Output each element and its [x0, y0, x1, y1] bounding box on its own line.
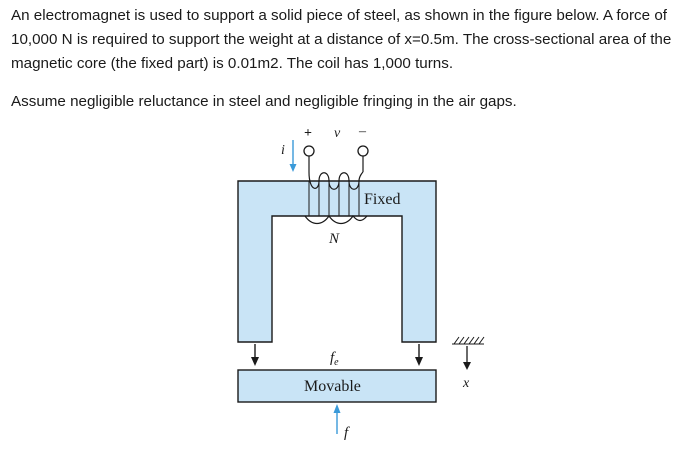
- coil: [304, 156, 368, 225]
- distance-arrowhead: [463, 362, 471, 370]
- magnetic-force-label: fe: [330, 350, 339, 368]
- support-force-arrowhead: [333, 404, 341, 413]
- ground-reference: [452, 336, 485, 345]
- movable-label: Movable: [304, 378, 361, 395]
- left-terminal: [303, 145, 315, 157]
- fixed-label: Fixed: [364, 191, 400, 208]
- plus-label: +: [304, 126, 312, 141]
- movable-bar: [237, 369, 437, 403]
- left-gap-arrowhead: [251, 357, 259, 366]
- current-arrowhead: [289, 164, 297, 172]
- current-label: i: [281, 143, 285, 158]
- fixed-core: [237, 180, 437, 343]
- right-terminal: [357, 145, 369, 157]
- support-force-label: f: [344, 425, 350, 441]
- magnetic-force-symbol: f: [330, 350, 336, 366]
- distance-label: x: [462, 376, 470, 391]
- turns-label: N: [328, 231, 340, 247]
- voltage-label: v: [334, 126, 341, 141]
- problem-statement: An electromagnet is used to support a so…: [11, 7, 672, 72]
- assumption-statement: Assume negligible reluctance in steel an…: [11, 93, 517, 110]
- right-gap-arrowhead: [415, 357, 423, 366]
- magnetic-force-subscript: e: [334, 357, 339, 368]
- minus-label: –: [358, 124, 367, 139]
